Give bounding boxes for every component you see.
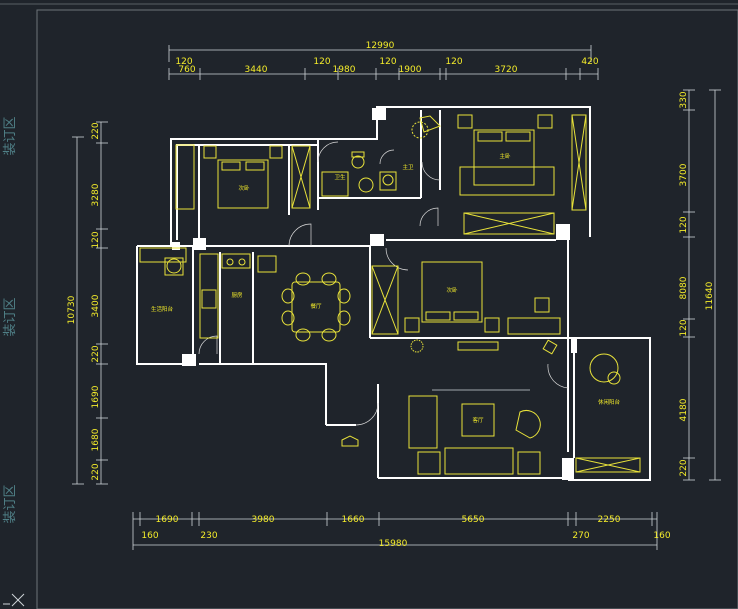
dim-bottom-total: 15980 [379,539,408,549]
binding-label-bottom: 装订区 [3,484,18,523]
dim-right-seg-6: 4180 [679,398,689,421]
dim-top-seg-4: 120 [313,57,330,67]
dim-top-seg-8: 120 [445,57,462,67]
dim-top-total: 12990 [366,41,395,51]
dim-left-seg-1: 220 [91,122,101,139]
dim-left-seg-4: 3400 [91,294,101,317]
room-label-kid-bedroom: 次卧 [446,286,458,294]
ucs-icon [3,593,25,607]
bed-kid [421,261,483,323]
wardrobe-master [463,212,555,235]
binding-label-middle: 装订区 [3,297,18,336]
dim-bottom-seg-2: 3980 [252,515,275,525]
dim-bottom-seg-1: 1690 [156,515,179,525]
left-dimension-chain: 10730 220 3280 120 3400 220 1690 1680 22… [67,121,108,485]
walls [136,106,651,481]
bottom-dimension-chain: 1690 3980 1660 5650 2250 160 230 270 160… [132,512,671,550]
lounge-chair [589,353,619,383]
top-dimension-chain: 12990 120 760 3440 120 1980 120 1900 120… [168,41,599,80]
room-label-bathroom-a: 卫生 [334,173,346,181]
room-label-leisure-balcony: 休闲阳台 [598,398,621,406]
dim-top-seg-7: 1900 [399,65,422,75]
room-label-kitchen: 厨房 [231,291,243,299]
bed-secondary [217,159,269,209]
dim-left-seg-8: 220 [91,463,101,480]
dim-bottom-small-1: 160 [141,531,158,541]
dim-right-seg-2: 3700 [679,163,689,186]
room-label-living: 客厅 [472,416,484,424]
dim-left-seg-7: 1680 [91,428,101,451]
right-dimension-chain: 330 3700 120 8080 120 4180 220 11640 [679,89,721,481]
dim-bottom-small-3: 270 [572,531,589,541]
dim-right-seg-7: 220 [679,459,689,476]
room-label-dining: 餐厅 [310,302,322,310]
binding-label-top: 装订区 [3,116,18,155]
dining-table [291,281,341,333]
room-label-laundry-balcony: 生活阳台 [151,305,174,313]
dim-right-seg-3: 120 [679,216,689,233]
dim-top-seg-6: 120 [379,57,396,67]
dim-top-seg-10: 420 [581,57,598,67]
armchair-left [408,395,438,449]
dim-right-seg-5: 120 [679,319,689,336]
dim-bottom-seg-5: 2250 [598,515,621,525]
dim-bottom-small-2: 230 [200,531,217,541]
dim-left-seg-5: 220 [91,345,101,362]
dim-top-seg-1: 120 [175,57,192,67]
doors [198,141,569,426]
columns [172,108,577,480]
room-label-secondary-bedroom: 次卧 [238,184,250,192]
dim-top-seg-5: 1980 [333,65,356,75]
dim-left-total: 10730 [67,295,77,324]
wardrobe-secondary [291,145,311,209]
dim-left-seg-3: 120 [91,231,101,248]
dim-right-total: 11640 [705,281,715,310]
dim-left-seg-2: 3280 [91,183,101,206]
room-labels: 次卧 卫生 主卫 主卧 次卧 生活阳台 厨房 餐厅 客厅 休闲阳台 [151,152,621,424]
drawing-frame [36,9,738,609]
dim-top-seg-2: 760 [178,65,195,75]
dim-right-seg-4: 8080 [679,276,689,299]
dim-right-seg-1: 330 [679,91,689,108]
dim-bottom-small-4: 160 [653,531,670,541]
dim-bottom-seg-3: 1660 [342,515,365,525]
coffee-table [461,403,495,437]
furniture [139,114,641,475]
dim-bottom-seg-4: 5650 [462,515,485,525]
room-label-bathroom-b: 主卫 [402,163,414,171]
dim-top-seg-9: 3720 [495,65,518,75]
room-label-master-bedroom: 主卧 [499,152,511,160]
dim-left-seg-6: 1690 [91,385,101,408]
bed-master [473,129,535,186]
dim-top-seg-3: 3440 [245,65,268,75]
sofa [444,447,514,475]
